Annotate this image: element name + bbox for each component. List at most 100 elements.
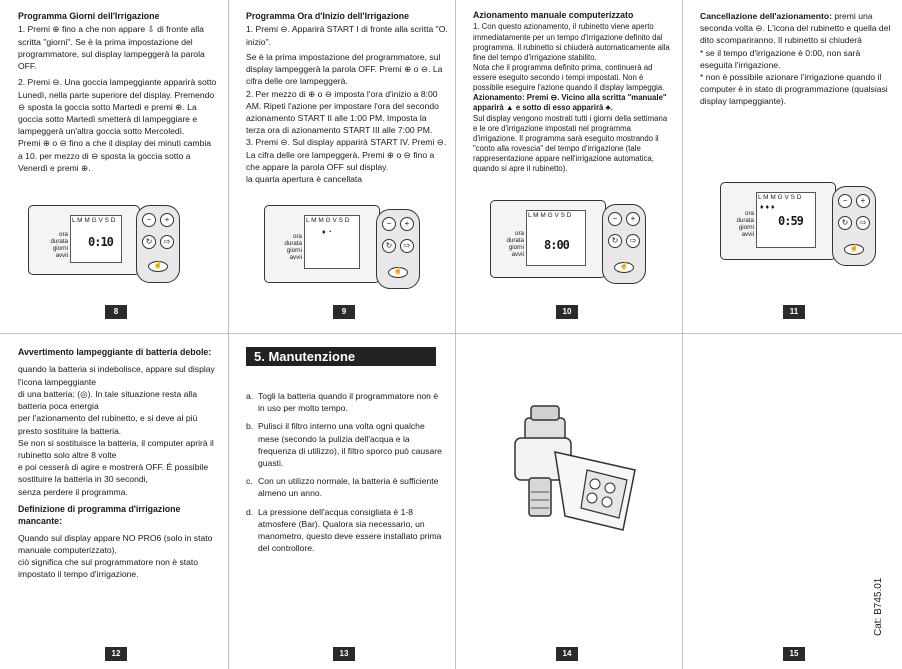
page-number: 12 [105, 647, 127, 661]
step-text: * se il tempo d'irrigazione è 0:00, non … [700, 47, 861, 70]
tap-controller-illustration [514, 405, 636, 531]
clock-button-icon: ↻ [608, 234, 622, 248]
catalog-code: Cat: B745.01 [873, 577, 884, 636]
step-text: 1. Con questo azionamento, il rubinetto … [473, 22, 670, 62]
lcd-screen [526, 210, 586, 266]
page-number: 14 [556, 647, 578, 661]
row-divider [0, 333, 902, 334]
outlet-pipe-shape [528, 477, 552, 517]
panel-battery-warning: Avvertimento lampeggiante di batteria de… [18, 346, 218, 616]
item-text: Con un utilizzo normale, la batteria è s… [258, 476, 439, 499]
days-row: L M M G V S D [758, 194, 802, 201]
label-giorni: giorni [286, 247, 302, 255]
key-button-icon [601, 496, 613, 508]
body-text: ciò significa che sul programmatore non … [18, 557, 199, 580]
manual-button-icon: ☝ [388, 267, 408, 278]
step-text: 2. Per mezzo di ⊕ o ⊖ imposta l'ora d'in… [246, 88, 439, 136]
list-item: c. Con un utilizzo normale, la batteria è… [246, 475, 442, 499]
label-giorni: giorni [52, 245, 68, 253]
cancel-text: premi una seconda volta ⊖. L'icona del r… [700, 11, 891, 46]
item-label: c. [246, 476, 253, 487]
step-text: Nota che il programma definito prima, co… [473, 62, 665, 93]
drop-icon: ♦ ◔ [322, 229, 332, 236]
plus-button-icon: + [400, 217, 414, 231]
panel-title: Azionamento manuale computerizzato [473, 10, 634, 20]
display-labels: ora durata giorni avvii [268, 233, 302, 262]
page-number: 13 [333, 647, 355, 661]
item-text: La pressione dell'acqua consigliata è 1-… [258, 506, 442, 554]
label-durata: durata [506, 237, 524, 245]
display-labels: ora durata giorni avvii [34, 231, 68, 260]
key-button-icon [604, 482, 616, 494]
label-avvii: avvii [511, 251, 524, 259]
label-ora: ora [293, 233, 302, 240]
step-text: 2. Premi ⊖. Una goccia lampeggiante appa… [18, 77, 217, 137]
minus-button-icon: − [382, 217, 396, 231]
arrow-button-icon: ⇨ [856, 216, 870, 230]
step-text: 3. Premi ⊖. Sul display apparirà START I… [246, 137, 447, 172]
panel-title: Cancellazione dell'azionamento: [700, 11, 832, 21]
page-number: 10 [556, 305, 578, 319]
panel-manual-operation: Azionamento manuale computerizzato 1. Co… [473, 10, 673, 195]
minus-button-icon: − [838, 194, 852, 208]
panel-days-program: Programma Giorni dell'Irrigazione 1. Pre… [18, 10, 218, 200]
body-text: quando la batteria si indebolisce, appar… [18, 364, 215, 387]
list-item: a. Togli la batteria quando il programmat… [246, 390, 442, 414]
label-durata: durata [50, 238, 68, 246]
list-item: b.Pulisci il filtro interno una volta og… [246, 420, 442, 469]
panel-start-time: Programma Ora d'Inizio dell'Irrigazione … [246, 10, 448, 200]
plus-button-icon: + [626, 212, 640, 226]
maintenance-list: a. Togli la batteria quando il programmat… [246, 390, 442, 554]
step-text: 1. Premi ⊕ fino a che non appare ⇩ di fr… [18, 24, 205, 72]
step-text: 1. Premi ⊖. Apparirà START I di fronte a… [246, 24, 448, 47]
key-button-icon [586, 492, 598, 504]
step-text: * non è possibile azionare l'irrigazione… [700, 72, 888, 107]
column-divider [455, 0, 456, 669]
section-banner: 5. Manutenzione [246, 347, 436, 366]
panel-maintenance: a. Togli la batteria quando il programmat… [246, 390, 442, 590]
list-item: d. La pressione dell'acqua consigliata è … [246, 506, 442, 555]
key-button-icon [589, 478, 601, 490]
lcd-screen [304, 215, 360, 269]
label-avvii: avvii [741, 231, 754, 239]
minus-button-icon: − [608, 212, 622, 226]
label-ora: ora [515, 230, 524, 237]
label-giorni: giorni [508, 244, 524, 252]
clock-button-icon: ↻ [142, 235, 156, 249]
panel-cancel-operation: Cancellazione dell'azionamento: premi un… [700, 10, 892, 180]
item-text: Togli la batteria quando il programmator… [258, 391, 439, 414]
page-number: 11 [783, 305, 805, 319]
item-label: a. [246, 391, 254, 401]
controller-illustration: L M M G V S D ♦ ♦ ♦ ora durata giorni av… [720, 182, 880, 272]
display-labels: ora durata giorni avvii [720, 210, 754, 239]
step-text: Se è la prima impostazione del programma… [246, 51, 443, 87]
step-text: Cancellazione dell'azionamento: premi un… [700, 10, 892, 47]
label-giorni: giorni [738, 224, 754, 232]
lcd-digits: 0:59 [778, 214, 804, 228]
step-text: Azionamento: Premi ⊖. Vicino alla scritt… [473, 93, 667, 113]
body-text: Se non si sostituisce la batteria, il co… [18, 437, 214, 460]
days-row: L M M G V S D [528, 212, 572, 219]
lcd-screen [756, 192, 816, 248]
inlet-top-shape [530, 405, 560, 421]
panel-title: Programma Ora d'Inizio dell'Irrigazione [246, 11, 410, 21]
label-durata: durata [284, 240, 302, 248]
page-number: 9 [333, 305, 355, 319]
label-durata: durata [736, 217, 754, 225]
days-row: L M M G V S D [72, 217, 116, 224]
minus-button-icon: − [142, 213, 156, 227]
step-text: Sul display vengono mostrati tutti i gio… [473, 113, 668, 174]
label-ora: ora [745, 210, 754, 217]
item-label: d. [246, 506, 254, 517]
arrow-button-icon: ⇨ [160, 235, 174, 249]
manual-button-icon: ☝ [614, 262, 634, 273]
lcd-screen [70, 215, 122, 263]
label-avvii: avvii [55, 252, 68, 260]
step-text: Premi ⊕ o ⊖ fino a che il display dei mi… [18, 138, 212, 173]
item-label: b. [246, 421, 254, 432]
arrow-button-icon: ⇨ [626, 234, 640, 248]
column-divider [228, 0, 229, 669]
arrow-button-icon: ⇨ [400, 239, 414, 253]
controller-illustration: L M M G V S D ora durata giorni avvii 0:… [24, 205, 184, 285]
